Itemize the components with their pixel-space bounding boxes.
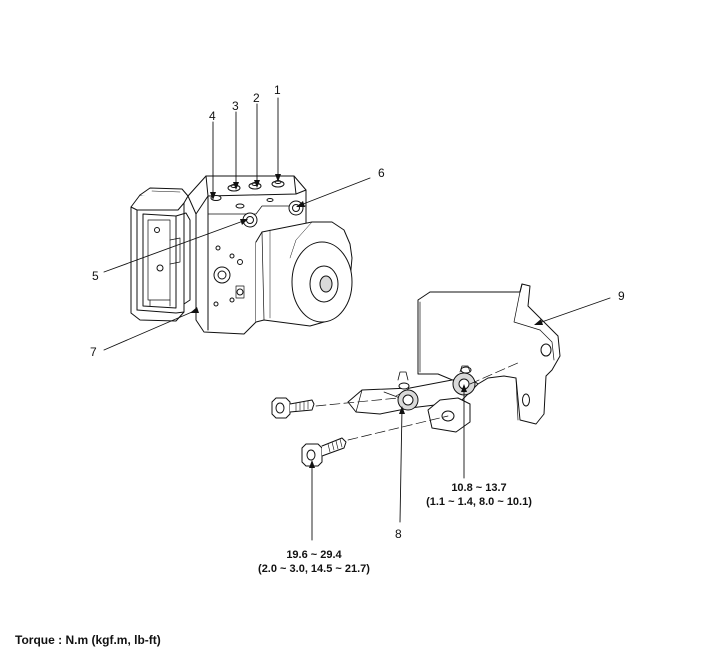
callout-2: 2 — [253, 91, 260, 105]
torque-bracket-alt: (1.1 ~ 1.4, 8.0 ~ 10.1) — [426, 496, 532, 508]
callout-7: 7 — [90, 345, 97, 359]
callout-5: 5 — [92, 269, 99, 283]
alignment-lines — [315, 361, 521, 441]
callout-3: 3 — [232, 99, 239, 113]
torque-bolt-alt: (2.0 ~ 3.0, 14.5 ~ 21.7) — [258, 563, 370, 575]
torque-bolt-nm: 19.6 ~ 29.4 — [286, 549, 342, 561]
callout-6: 6 — [378, 166, 385, 180]
torque-spec-bracket: 10.8 ~ 13.7 (1.1 ~ 1.4, 8.0 ~ 10.1) — [414, 481, 544, 509]
torque-units-note: Torque : N.m (kgf.m, lb-ft) — [15, 633, 161, 647]
callout-9: 9 — [618, 289, 625, 303]
callout-1: 1 — [274, 83, 281, 97]
arrowheads — [190, 174, 543, 468]
bolt-lower — [301, 437, 347, 467]
bolt-upper — [271, 397, 315, 419]
leader-lines — [103, 97, 611, 541]
torque-spec-bolt: 19.6 ~ 29.4 (2.0 ~ 3.0, 14.5 ~ 21.7) — [244, 548, 384, 576]
hecu-bracket — [347, 283, 561, 433]
callout-4: 4 — [209, 109, 216, 123]
hecu-assembly — [130, 175, 353, 335]
torque-bracket-nm: 10.8 ~ 13.7 — [451, 482, 507, 494]
callout-8: 8 — [395, 527, 402, 541]
